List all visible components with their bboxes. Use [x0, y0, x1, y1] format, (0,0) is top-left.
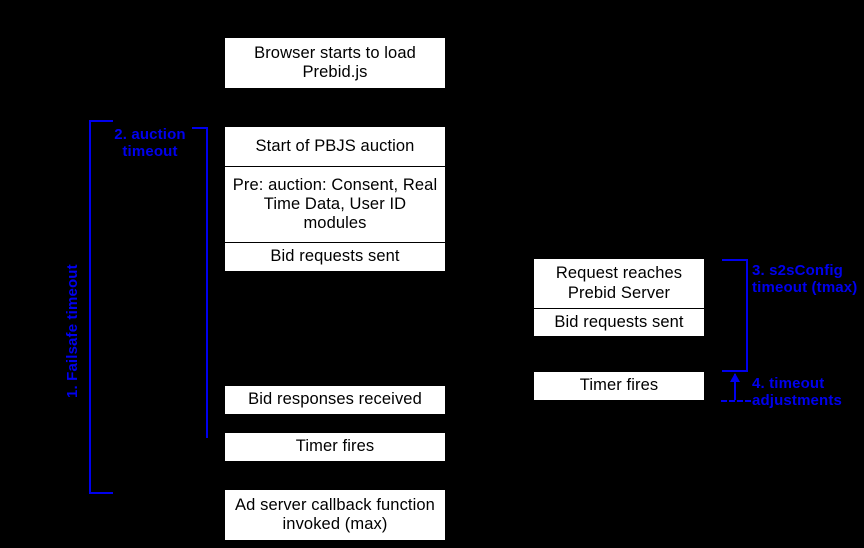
timeout-adjustments-baseline: [721, 400, 751, 402]
box-bid-requests-sent: Bid requests sent: [225, 243, 445, 271]
box-server-timer-fires: Timer fires: [534, 372, 704, 400]
s2sconfig-bracket-top-arm: [722, 259, 748, 261]
timeout-adjustments-arrow-icon: [730, 373, 740, 400]
s2sconfig-bracket-spine: [746, 259, 748, 372]
box-request-reaches-prebid-server: Request reaches Prebid Server: [534, 259, 704, 309]
label-timeout-adjustments: 4. timeout adjustments: [752, 375, 843, 410]
failsafe-bracket-top-arm: [89, 120, 113, 122]
box-pbjs-auction-start: Start of PBJS auction: [225, 127, 445, 167]
auction-bracket-spine: [206, 127, 208, 438]
failsafe-bracket-bottom-arm: [89, 492, 113, 494]
box-server-bid-requests-sent: Bid requests sent: [534, 309, 704, 336]
box-browser-load: Browser starts to load Prebid.js: [225, 38, 445, 88]
label-s2sconfig-timeout: 3. s2sConfig timeout (tmax): [752, 262, 858, 297]
label-auction-timeout: 2. auction timeout: [114, 126, 186, 161]
auction-bracket-top-arm: [192, 127, 208, 129]
box-ad-server-callback: Ad server callback function invoked (max…: [225, 490, 445, 540]
failsafe-bracket-spine: [89, 120, 91, 494]
label-failsafe-timeout: 1. Failsafe timeout: [64, 264, 81, 398]
box-bid-responses-received: Bid responses received: [225, 386, 445, 414]
box-timer-fires: Timer fires: [225, 433, 445, 461]
box-pre-auction-modules: Pre: auction: Consent, Real Time Data, U…: [225, 167, 445, 243]
s2sconfig-bracket-bottom-arm: [722, 370, 748, 372]
